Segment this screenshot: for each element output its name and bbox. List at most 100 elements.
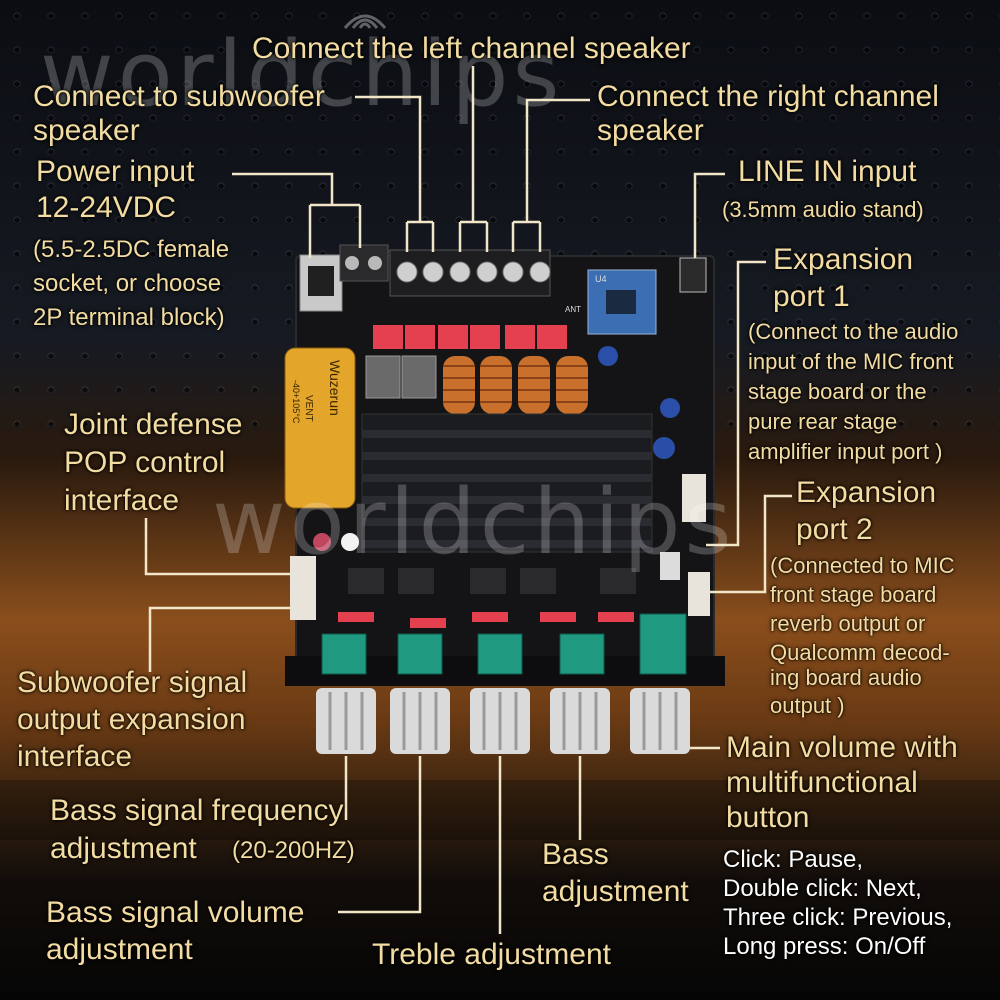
inductor-1	[365, 355, 401, 399]
label-expansion-1-line-6: pure rear stage	[748, 409, 898, 434]
label-subwoofer-line-1: Connect to subwoofer	[33, 80, 325, 113]
speaker-screw-6	[529, 261, 551, 283]
label-click-line-1: Click: Pause,	[723, 846, 864, 873]
antenna-label: ANT	[565, 305, 581, 314]
label-power-line-4: socket, or choose	[33, 270, 222, 297]
capacitor-vent: VENT	[303, 395, 314, 422]
expansion-port-2-connector	[688, 572, 710, 616]
leader-expansion-2	[710, 494, 792, 594]
label-joint-defense-line-1: Joint defense	[64, 408, 243, 441]
red-block-3	[438, 325, 468, 349]
watermark-signal-icon	[343, 14, 387, 29]
label-line-in-line-1: LINE IN input	[738, 155, 917, 188]
label-main-volume-line-1: Main volume with	[726, 731, 958, 764]
label-power-line-5: 2P terminal block)	[33, 304, 225, 331]
label-expansion-2-line-1: Expansion	[796, 476, 937, 509]
label-expansion-1-line-5: stage board or the	[748, 379, 927, 404]
label-expansion-2-line-7: ing board audio	[770, 665, 922, 690]
label-joint-defense-line-2: POP control	[64, 446, 226, 479]
capacitor-brand: Wuzerun	[327, 360, 343, 416]
label-treble: Treble adjustment	[372, 938, 612, 971]
label-power-line-2: 12-24VDC	[36, 191, 177, 224]
red-block-5	[505, 325, 535, 349]
capacitor-temp: -40+105°C	[291, 380, 301, 424]
copper-coils	[443, 356, 588, 414]
label-expansion-2-line-2: port 2	[796, 513, 873, 546]
main-volume-pot	[639, 613, 687, 675]
label-right-channel-line-2: speaker	[597, 114, 704, 147]
label-line-in-line-2: (3.5mm audio stand)	[722, 197, 924, 222]
leader-line-in	[693, 172, 725, 258]
leader-bass-volume	[338, 756, 422, 914]
label-expansion-1-line-4: input of the MIC front	[748, 349, 954, 374]
bass-freq-pot	[321, 633, 367, 675]
leader-power	[232, 172, 362, 258]
label-bass-freq-line-1: Bass signal frequency	[50, 794, 344, 827]
knob-shafts	[316, 688, 690, 754]
speaker-screw-4	[476, 261, 498, 283]
bass-volume-pot	[397, 633, 443, 675]
label-bass-volume-line-1: Bass signal volume	[46, 896, 305, 929]
blue-capacitor-2	[660, 398, 680, 418]
label-power-line-1: Power input	[36, 155, 195, 188]
inductor-2	[401, 355, 437, 399]
leader-expansion-1	[706, 260, 766, 547]
label-joint-defense-line-3: interface	[64, 484, 180, 517]
label-sub-output-line-1: Subwoofer signal	[17, 666, 248, 699]
power-screw-2	[368, 256, 382, 270]
label-right-channel-line-1: Connect the right channel	[597, 80, 939, 113]
label-main-volume-line-2: multifunctional	[726, 766, 918, 799]
main-capacitor	[284, 347, 356, 509]
label-expansion-2-line-3: (Connected to MIC	[770, 553, 955, 578]
label-bass-line-2: adjustment	[542, 875, 689, 908]
label-bass-volume-line-2: adjustment	[46, 933, 193, 966]
red-cap-1	[313, 533, 331, 551]
label-bass-freq-line-2: adjustment	[50, 832, 197, 865]
label-expansion-2-line-6: Qualcomm decod-	[770, 640, 950, 665]
leader-left-channel	[458, 66, 489, 252]
label-expansion-1-line-7: amplifier input port )	[748, 439, 943, 464]
label-expansion-2-line-5: reverb output or	[770, 611, 926, 636]
speaker-screw-5	[502, 261, 524, 283]
leader-subwoofer	[355, 95, 435, 252]
dip-switch	[660, 552, 680, 580]
bass-pot	[559, 633, 605, 675]
pop-connector	[290, 556, 316, 620]
label-subwoofer-line-2: speaker	[33, 114, 140, 147]
speaker-screw-1	[396, 261, 418, 283]
red-block-1	[373, 325, 403, 349]
blue-capacitor-3	[653, 437, 675, 459]
label-click-line-3: Three click: Previous,	[723, 904, 953, 931]
label-left-channel: Connect the left channel speaker	[252, 32, 691, 65]
watermark-middle: worldchips	[212, 470, 736, 575]
blue-capacitor-1	[598, 346, 618, 366]
label-click-line-2: Double click: Next,	[723, 875, 922, 902]
treble-pot	[477, 633, 523, 675]
expansion-port-1-connector	[682, 474, 706, 522]
dc-jack-slot	[308, 266, 334, 296]
label-expansion-2-line-4: front stage board	[770, 582, 937, 607]
red-block-6	[537, 325, 567, 349]
label-bass-line-1: Bass	[542, 838, 609, 871]
small-red-parts	[338, 612, 634, 628]
leader-right-channel	[511, 98, 590, 252]
label-sub-output-line-3: interface	[17, 740, 133, 773]
red-block-4	[470, 325, 500, 349]
label-main-volume-line-3: button	[726, 801, 810, 834]
chip-label: U4	[595, 274, 607, 284]
red-cap-2	[341, 533, 359, 551]
label-expansion-1-line-3: (Connect to the audio	[748, 319, 959, 344]
label-power-line-3: (5.5-2.5DC female	[33, 236, 230, 263]
leader-sub-output	[148, 606, 290, 672]
op-amp-chips	[348, 568, 636, 594]
label-sub-output-line-2: output expansion	[17, 703, 246, 736]
red-block-2	[405, 325, 435, 349]
leader-joint-defense	[144, 518, 290, 576]
bluetooth-chip	[606, 290, 636, 314]
label-expansion-2-line-8: output )	[770, 693, 845, 718]
power-screw-1	[345, 256, 359, 270]
line-in-jack	[679, 257, 707, 293]
